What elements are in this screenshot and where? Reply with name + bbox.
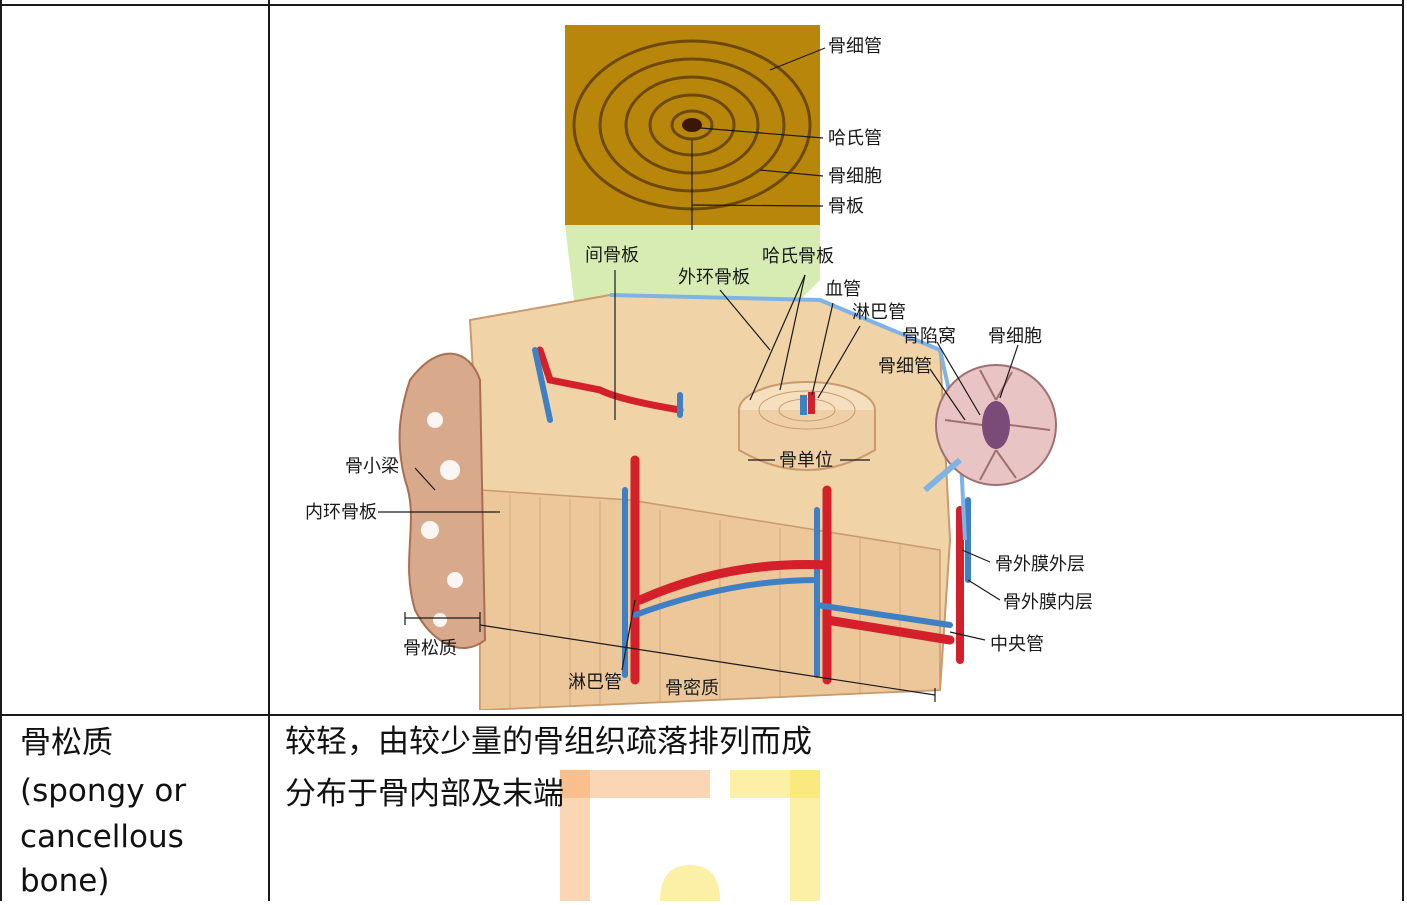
label-lymph-vessel-bottom: 淋巴管 [568,672,622,693]
table-top-border [0,4,1404,6]
term-en-line-1: (spongy or [20,768,186,814]
watermark-logo [560,770,820,901]
table-left-border [0,0,2,901]
label-osteocyte-top: 骨细胞 [828,166,882,187]
row-divider [0,714,1404,716]
label-canaliculi-top: 骨细管 [828,36,882,57]
label-inner-circumferential: 内环骨板 [305,502,377,523]
label-outer-circumferential: 外环骨板 [678,267,750,288]
label-osteocyte-right: 骨细胞 [988,326,1042,347]
bone-structure-diagram: 骨细管 哈氏管 骨细胞 骨板 间骨板 哈氏骨板 外环骨板 血管 淋巴管 骨陷窝 … [300,20,1130,710]
label-compact-bone: 骨密质 [665,678,719,699]
description-line-1: 较轻，由较少量的骨组织疏落排列而成 [285,722,812,762]
label-blood-vessel: 血管 [825,279,861,300]
term-en-line-2: cancellous [20,814,184,860]
label-spongy-bone: 骨松质 [403,638,457,659]
label-central-canal: 中央管 [990,634,1044,655]
term-zh: 骨松质 [20,720,113,766]
label-interstitial-lamellae: 间骨板 [585,245,639,266]
column-divider [268,0,270,901]
description-line-2: 分布于骨内部及末端 [285,774,564,814]
label-osteon: 骨单位 [779,450,833,471]
label-trabeculae: 骨小梁 [345,456,399,477]
label-haversian-lamellae: 哈氏骨板 [762,246,834,267]
table-right-border [1402,0,1404,901]
label-lymph-vessel-top: 淋巴管 [852,302,906,323]
label-canaliculi-right: 骨细管 [878,356,932,377]
label-lamella: 骨板 [828,196,864,217]
term-en-line-3: bone) [20,858,109,904]
label-periosteum-outer: 骨外膜外层 [995,554,1085,575]
label-lacuna: 骨陷窝 [902,326,956,347]
spongy-bone [400,354,485,648]
label-periosteum-inner: 骨外膜内层 [1003,592,1093,613]
label-haversian-canal: 哈氏管 [828,128,882,149]
